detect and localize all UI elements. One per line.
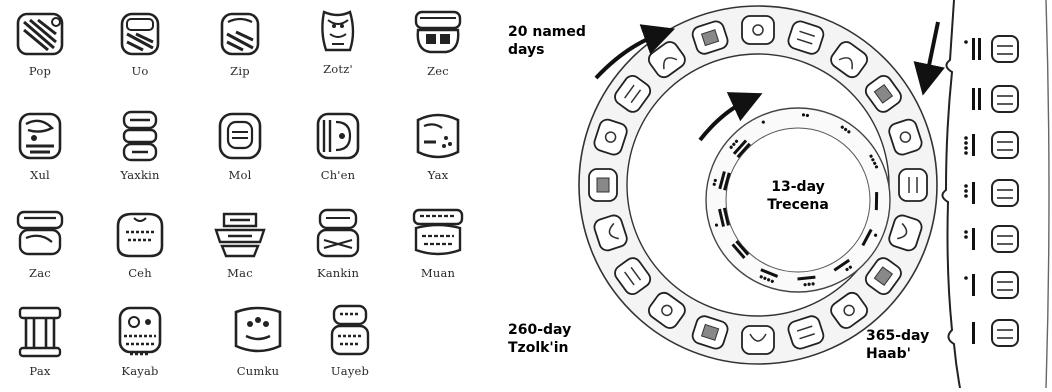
- named-days-label-line2: days: [508, 42, 545, 58]
- glyph-cell-chen: Ch'en: [292, 106, 384, 182]
- calendar-wheels-svg: 20 named days 13-day Trecena 260-day Tzo…: [500, 0, 1052, 388]
- glyph-cell-zec: Zec: [392, 6, 484, 78]
- glyph-label: Pax: [0, 364, 86, 378]
- named-days-label-line1: 20 named: [508, 24, 586, 40]
- mol-glyph-icon: [210, 108, 270, 166]
- haab-row: [964, 132, 1018, 158]
- glyph-label: Uayeb: [304, 364, 396, 378]
- glyph-cell-zip: Zip: [194, 8, 286, 78]
- day-glyph: [742, 326, 774, 354]
- glyph-cell-kankin: Kankin: [292, 204, 384, 280]
- cumku-glyph-icon: [228, 302, 288, 362]
- yax-glyph-icon: [408, 106, 468, 166]
- glyph-label: Ch'en: [292, 168, 384, 182]
- haab-row: [964, 36, 1018, 62]
- glyph-label: Mol: [194, 168, 286, 182]
- haab-row: [964, 180, 1018, 206]
- glyph-label: Cumku: [212, 364, 304, 378]
- uo-glyph-icon: [110, 8, 170, 62]
- haab-wheel-segment: [942, 0, 1049, 388]
- glyph-cell-mac: Mac: [194, 206, 286, 280]
- chen-glyph-icon: [308, 106, 368, 166]
- haab-numeral-glyph-column: [964, 36, 1018, 346]
- kankin-glyph-icon: [308, 204, 368, 264]
- tzolkin-label-line2: Tzolk'in: [508, 340, 568, 356]
- glyph-cell-zotz: Zotz': [292, 4, 384, 76]
- glyph-label: Kayab: [94, 364, 186, 378]
- zec-glyph-icon: [408, 6, 468, 62]
- glyph-cell-xul: Xul: [0, 106, 86, 182]
- uayeb-glyph-icon: [320, 300, 380, 362]
- haab-row: [972, 320, 1018, 346]
- haab-row: [964, 272, 1018, 298]
- glyph-label: Muan: [392, 266, 484, 280]
- kayab-glyph-icon: [110, 302, 170, 362]
- xul-glyph-icon: [10, 106, 70, 166]
- yaxkin-glyph-icon: [110, 106, 170, 166]
- haab-label-line2: Haab': [866, 346, 911, 362]
- glyph-cell-mol: Mol: [194, 108, 286, 182]
- muan-glyph-icon: [408, 204, 468, 264]
- ceh-glyph-icon: [110, 206, 170, 264]
- haab-label-line1: 365-day: [866, 328, 929, 344]
- glyph-label: Yax: [392, 168, 484, 182]
- glyph-label: Kankin: [292, 266, 384, 280]
- glyph-cell-uo: Uo: [94, 8, 186, 78]
- glyph-label: Uo: [94, 64, 186, 78]
- glyph-label: Xul: [0, 168, 86, 182]
- haab-month-glyph-grid: Pop Uo Zip Zotz' Zec: [0, 0, 500, 388]
- glyph-label: Zotz': [292, 62, 384, 76]
- glyph-cell-yaxkin: Yaxkin: [94, 106, 186, 182]
- glyph-cell-kayab: Kayab: [94, 302, 186, 378]
- zip-glyph-icon: [210, 8, 270, 62]
- glyph-label: Mac: [194, 266, 286, 280]
- pax-glyph-icon: [10, 302, 70, 362]
- glyph-cell-uayeb: Uayeb: [304, 300, 396, 378]
- zotz-glyph-icon: [308, 4, 368, 60]
- glyph-label: Pop: [0, 64, 86, 78]
- calendar-wheels-diagram: 20 named days 13-day Trecena 260-day Tzo…: [500, 0, 1052, 388]
- glyph-cell-ceh: Ceh: [94, 206, 186, 280]
- glyph-label: Zec: [392, 64, 484, 78]
- mac-glyph-icon: [210, 206, 270, 264]
- glyph-label: Zac: [0, 266, 86, 280]
- glyph-label: Yaxkin: [94, 168, 186, 182]
- glyph-cell-pop: Pop: [0, 8, 86, 78]
- haab-direction-arrow: [926, 22, 938, 80]
- glyph-cell-cumku: Cumku: [212, 302, 304, 378]
- glyph-cell-pax: Pax: [0, 302, 86, 378]
- zac-glyph-icon: [10, 206, 70, 264]
- haab-row: [964, 226, 1018, 252]
- tzolkin-label-line1: 260-day: [508, 322, 571, 338]
- glyph-cell-yax: Yax: [392, 106, 484, 182]
- trecena-numeral: [875, 192, 878, 210]
- haab-row: [972, 86, 1018, 112]
- day-glyph: [742, 16, 774, 44]
- day-glyph: [899, 169, 927, 201]
- pop-glyph-icon: [10, 8, 70, 62]
- trecena-label-line1: 13-day: [771, 179, 824, 195]
- glyph-label: Zip: [194, 64, 286, 78]
- glyph-label: Ceh: [94, 266, 186, 280]
- day-glyph: [589, 169, 617, 201]
- glyph-cell-muan: Muan: [392, 204, 484, 280]
- glyph-cell-zac: Zac: [0, 206, 86, 280]
- trecena-label-line2: Trecena: [767, 197, 829, 213]
